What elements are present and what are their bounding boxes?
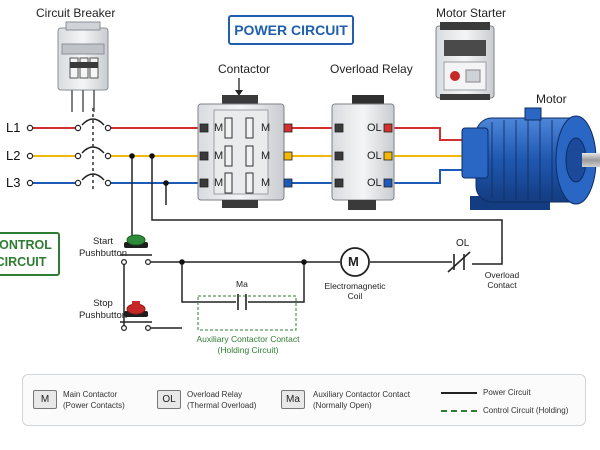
legend-code-ol: OL [157,390,181,409]
overload-relay-label: Overload Relay [330,62,413,76]
motor-image [461,107,600,210]
electromagnetic-coil-icon [340,247,370,277]
power-circuit-title: POWER CIRCUIT [228,15,354,45]
legend-code-m: M [33,390,57,409]
legend-control-line-swatch [441,410,477,412]
circuit-breaker-image [57,21,109,112]
contactor-letter: M [261,150,271,162]
holding-circuit-outline [197,295,297,331]
contactor-letter: M [261,122,271,134]
aux-contact-tag: Ma [236,279,248,289]
aux-contact-label: Auxiliary Contactor Contact(Holding Circ… [196,334,300,355]
contactor-letter: M [214,177,224,189]
line-label-l2: L2 [6,148,21,163]
legend-power-line-swatch [441,392,477,394]
coil-letter: M [348,254,359,269]
contactor-letter: M [214,122,224,134]
control-circuit-title: CONTROL CIRCUIT [0,232,60,276]
breaker-contacts-symbol [81,108,105,192]
legend-code-ma: Ma [281,390,305,409]
overload-contact-symbol [447,251,471,273]
control-circuit-title-line2: CIRCUIT [0,255,47,269]
legend-control-circuit: Control Circuit (Holding) [483,406,569,415]
overload-letter: OL [367,177,382,189]
motor-starter-image [435,22,495,100]
circuit-breaker-label: Circuit Breaker [36,6,116,20]
legend-item-overload-relay: Overload Relay(Thermal Overload) [187,390,257,410]
legend-item-main-contactor: Main Contactor(Power Contacts) [63,390,125,410]
control-circuit-title-line1: CONTROL [0,238,52,252]
legend-item-aux-contact: Auxiliary Contactor Contact(Normally Ope… [313,390,410,410]
overload-letter: OL [367,150,382,162]
legend: M Main Contactor(Power Contacts) OL Over… [22,374,586,426]
legend-power-circuit: Power Circuit [483,388,531,397]
pushbutton-terminals [120,259,152,332]
line-label-l1: L1 [6,120,21,135]
power-line-l1 [32,127,462,141]
contactor-letter: M [261,177,271,189]
power-line-l3 [32,169,462,184]
motor-starter-label: Motor Starter [436,6,507,20]
stop-pushbutton-icon [124,301,148,317]
aux-contact-symbol [237,294,247,310]
start-pushbutton-icon [124,234,148,248]
contact-terminals [199,123,393,188]
control-wiring [123,156,503,329]
motor-label: Motor [536,92,567,106]
line-label-l3: L3 [6,175,21,190]
line-terminals [26,124,112,187]
junction-dots [129,153,307,265]
contactor-label: Contactor [218,62,271,76]
overload-relay-image [331,95,395,210]
overload-letter: OL [367,122,382,134]
overload-contact-tag: OL [456,238,470,249]
contactor-image [197,78,285,208]
contactor-letter: M [214,150,224,162]
